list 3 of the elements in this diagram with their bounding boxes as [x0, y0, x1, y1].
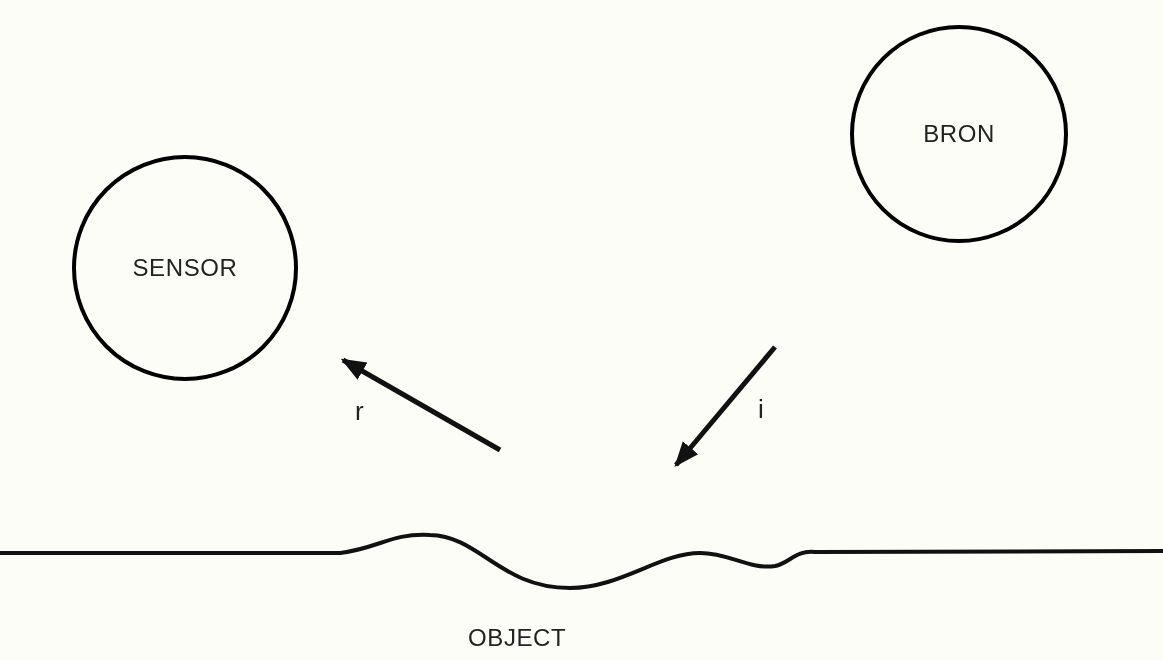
arrow-label: r: [355, 395, 364, 428]
object-label: OBJECT: [468, 623, 567, 653]
arrow-label: i: [758, 393, 764, 426]
